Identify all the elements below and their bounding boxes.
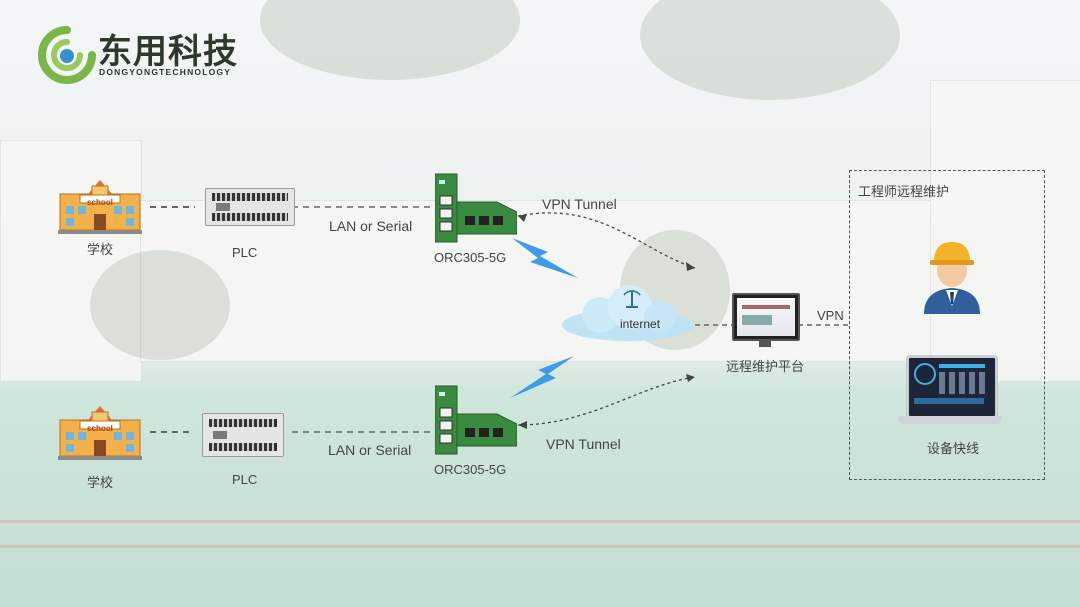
logo-subtext: DONGYONGTECHNOLOGY <box>99 67 232 77</box>
router-label: ORC305-5G <box>434 250 507 265</box>
laptop-base <box>898 416 1002 424</box>
building-left <box>0 140 142 382</box>
plc-device <box>205 188 295 226</box>
device-label: 设备快线 <box>927 441 980 456</box>
school-label: 学校 <box>87 242 114 257</box>
laptop-screen <box>906 355 998 419</box>
tree <box>90 250 230 360</box>
school-sign: school <box>87 198 113 207</box>
monitor-icon <box>732 293 800 341</box>
vpn-tunnel-label: VPN Tunnel <box>546 436 621 452</box>
building-right <box>930 80 1080 382</box>
router-icon <box>434 172 518 249</box>
school-icon <box>58 400 142 465</box>
vpn-tunnel-label: VPN Tunnel <box>542 196 617 212</box>
engineer-box <box>849 170 1045 480</box>
engineer-box-title: 工程师远程维护 <box>858 184 950 199</box>
link-label: LAN or Serial <box>329 218 413 234</box>
plc-label: PLC <box>232 472 258 487</box>
plc-device <box>202 413 284 457</box>
logo <box>38 26 96 89</box>
link-label: LAN or Serial <box>328 442 412 458</box>
court-line <box>0 520 1080 523</box>
engineer-icon <box>918 236 986 319</box>
platform-vpn-label: VPN <box>817 308 844 323</box>
logo-mark-icon <box>38 26 96 84</box>
vpn-tunnel-bottom <box>517 376 696 426</box>
wireless-signal-top <box>512 238 578 278</box>
plc-label: PLC <box>232 245 258 260</box>
monitor-stand <box>759 339 771 347</box>
platform-label: 远程维护平台 <box>726 359 805 374</box>
school-sign: school <box>87 424 113 433</box>
router-label: ORC305-5G <box>434 462 507 477</box>
school-label: 学校 <box>87 475 114 490</box>
cloud-icon <box>560 285 696 350</box>
school-icon <box>58 174 142 239</box>
cloud-label: internet <box>620 317 661 331</box>
router-icon <box>434 384 518 461</box>
court-line <box>0 545 1080 548</box>
wireless-signal-bottom <box>510 356 574 398</box>
tree <box>640 0 900 100</box>
building-main <box>140 200 932 362</box>
logo-text: 东用科技 <box>98 33 238 71</box>
